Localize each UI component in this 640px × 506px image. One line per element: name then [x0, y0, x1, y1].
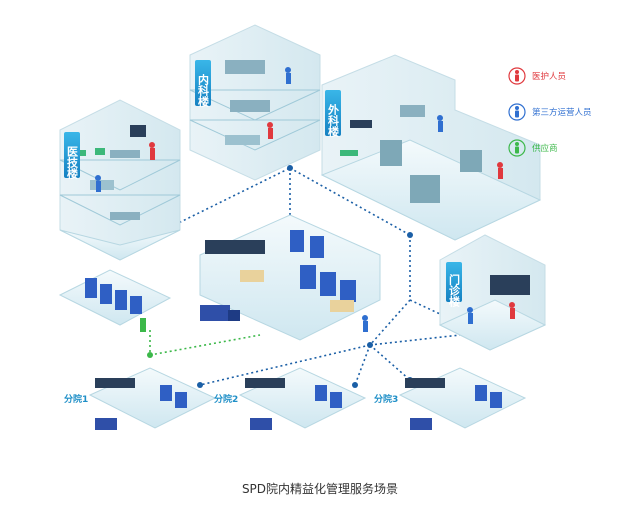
- internal-medicine-label: 内科楼: [197, 73, 210, 108]
- branch-3-warehouse: [398, 367, 527, 430]
- internal-medicine-building: [189, 24, 321, 181]
- surgery-building: [320, 54, 542, 241]
- internal-medicine-sign: 内科楼: [195, 60, 211, 108]
- legend-item-third-party: 第三方运营人员: [508, 94, 618, 130]
- branch-1-label: 分院1: [64, 395, 89, 405]
- operator-icon: [508, 103, 526, 121]
- medical-tech-label: 医技楼: [66, 146, 79, 180]
- clinic-label: 门诊楼: [448, 273, 461, 308]
- legend: 医护人员 第三方运营人员 供应商: [508, 58, 618, 166]
- central-warehouse: [199, 214, 381, 341]
- medical-tech-sign: 医技楼: [64, 132, 80, 180]
- figure-caption: SPD院内精益化管理服务场景: [241, 482, 399, 496]
- branch-3-label: 分院3: [374, 395, 399, 405]
- supplier-warehouse: [58, 269, 172, 332]
- branch-2-label: 分院2: [214, 395, 239, 405]
- medical-tech-building: [59, 99, 181, 261]
- legend-label-third-party: 第三方运营人员: [532, 108, 592, 118]
- legend-item-supplier: 供应商: [508, 130, 618, 166]
- branch-2-warehouse: [238, 367, 367, 430]
- clinic-building: [438, 234, 547, 351]
- legend-label-medical-staff: 医护人员: [532, 72, 567, 82]
- clinic-sign: 门诊楼: [446, 262, 462, 308]
- legend-label-supplier: 供应商: [532, 144, 558, 154]
- supplier-link: [149, 330, 261, 356]
- branch-1-warehouse: [88, 367, 217, 430]
- surgery-label: 外科楼: [327, 103, 341, 138]
- supplier-icon: [508, 139, 526, 157]
- medical-staff-icon: [508, 67, 526, 85]
- legend-item-medical-staff: 医护人员: [508, 58, 618, 94]
- surgery-sign: 外科楼: [325, 90, 341, 138]
